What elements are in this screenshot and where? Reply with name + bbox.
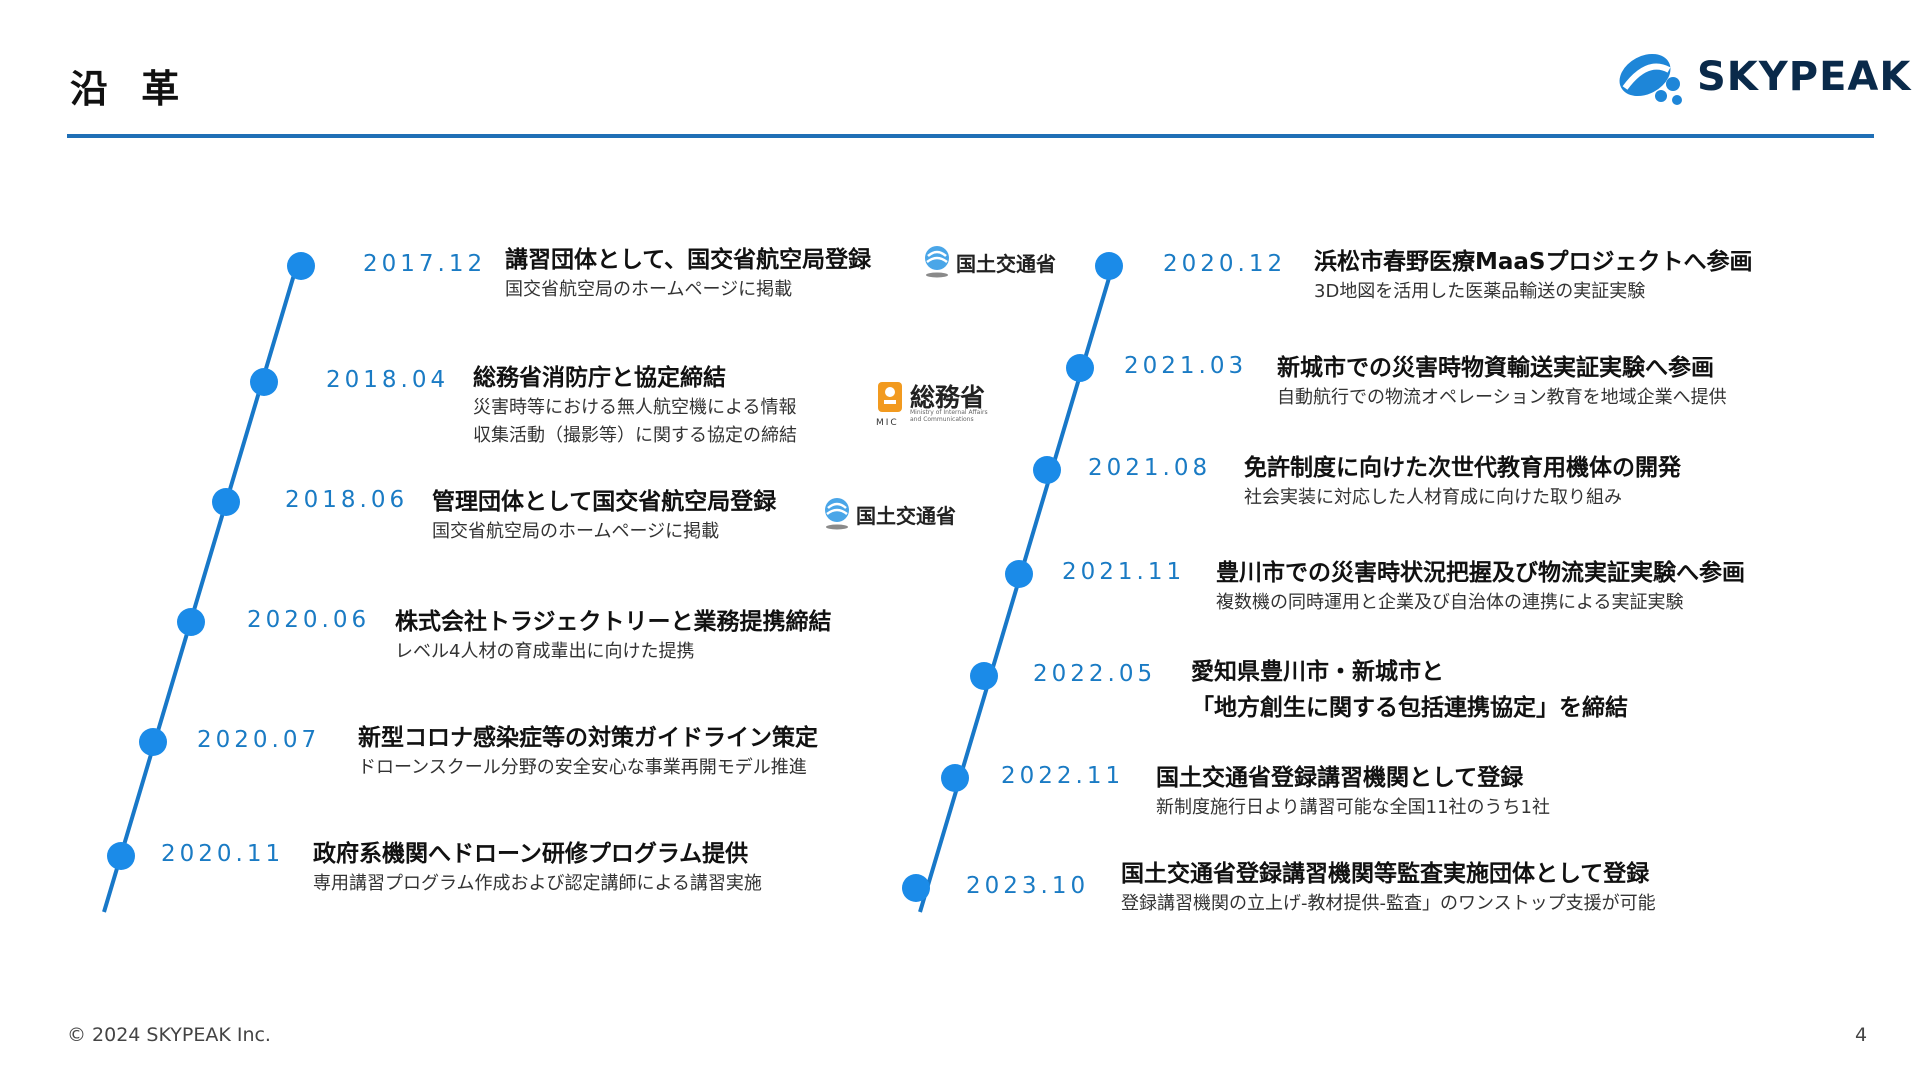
event-description: 登録講習機関の立上げ-教材提供-監査」のワンストップ支援が可能 [1121, 893, 1656, 914]
event-description: 自動航行での物流オペレーション教育を地域企業へ提供 [1277, 387, 1727, 408]
event-description: 国交省航空局のホームページに掲載 [432, 521, 720, 542]
timeline-dot [970, 662, 998, 690]
timeline-dot [941, 764, 969, 792]
event-date: 2018.04 [326, 367, 450, 393]
timeline-dot [1005, 560, 1033, 588]
event-description: 収集活動（撮影等）に関する協定の締結 [473, 425, 797, 446]
timeline-dot [139, 728, 167, 756]
event-date: 2023.10 [966, 873, 1090, 899]
event-title: 国土交通省登録講習機関として登録 [1156, 765, 1524, 791]
timeline-dot [250, 368, 278, 396]
mic-emblem-icon [878, 382, 902, 412]
page-title: 沿 革 [70, 67, 190, 111]
mlit-emblem-icon [825, 498, 849, 530]
event-description: 専用講習プログラム作成および認定講師による講習実施 [313, 873, 762, 894]
event-title: 新城市での災害時物資輸送実証実験へ参画 [1277, 355, 1714, 381]
event-date: 2018.06 [285, 487, 409, 513]
page-number: 4 [1855, 1024, 1868, 1046]
mic-logo-subtitle-line: and Communications [910, 416, 974, 423]
timeline-dot [1066, 354, 1094, 382]
event-title: 豊川市での災害時状況把握及び物流実証実験へ参画 [1216, 560, 1745, 586]
event-date: 2017.12 [363, 251, 487, 277]
timeline-dot [107, 842, 135, 870]
logo-wordmark: SKYPEAK [1697, 54, 1912, 100]
timeline-dot [1033, 456, 1061, 484]
timeline-dot [212, 488, 240, 516]
event-description: 社会実装に対応した人材育成に向けた取り組み [1244, 487, 1622, 508]
timeline-dot [902, 874, 930, 902]
event-title: 浜松市春野医療MaaSプロジェクトへ参画 [1314, 249, 1753, 275]
mic-logo-letters: MIC [876, 418, 899, 428]
event-title: 愛知県豊川市・新城市と [1191, 659, 1444, 685]
mlit-logo-badge: 国土交通省 [922, 244, 1056, 280]
event-date: 2020.12 [1163, 251, 1287, 277]
timeline-dot [287, 252, 315, 280]
event-description: 3D地図を活用した医薬品輸送の実証実験 [1314, 281, 1646, 302]
mlit-logo-text: 国土交通省 [856, 503, 956, 528]
skypeak-logo-icon [1619, 53, 1682, 105]
mlit-logo-badge: 国土交通省 [822, 496, 956, 532]
event-date: 2020.11 [161, 841, 285, 867]
event-date: 2022.05 [1033, 661, 1157, 687]
event-title: 政府系機関へドローン研修プログラム提供 [313, 841, 749, 867]
event-description: 国交省航空局のホームページに掲載 [505, 279, 793, 300]
footer-copyright: © 2024 SKYPEAK Inc. [67, 1024, 271, 1046]
skypeak-logo: SKYPEAK [1615, 48, 1910, 108]
event-description: レベル4人材の育成輩出に向けた提携 [395, 641, 695, 662]
mlit-logo-text: 国土交通省 [956, 251, 1056, 276]
event-title: 国土交通省登録講習機関等監査実施団体として登録 [1121, 861, 1650, 887]
event-title: 株式会社トラジェクトリーと業務提携締結 [395, 609, 832, 635]
timeline-dot [1095, 252, 1123, 280]
timeline-dot [177, 608, 205, 636]
event-description: 新制度施行日より講習可能な全国11社のうち1社 [1156, 797, 1550, 818]
event-date: 2021.03 [1124, 353, 1248, 379]
event-title: 総務省消防庁と協定締結 [473, 365, 726, 391]
event-title: 管理団体として国交省航空局登録 [432, 489, 777, 515]
event-description: 複数機の同時運用と企業及び自治体の連携による実証実験 [1216, 592, 1684, 613]
event-date: 2020.06 [247, 607, 371, 633]
event-description: 災害時等における無人航空機による情報 [473, 397, 797, 418]
event-date: 2020.07 [197, 727, 321, 753]
event-date: 2021.11 [1062, 559, 1186, 585]
event-title: 免許制度に向けた次世代教育用機体の開発 [1244, 455, 1681, 481]
event-title: 新型コロナ感染症等の対策ガイドライン策定 [358, 725, 818, 751]
event-date: 2022.11 [1001, 763, 1125, 789]
event-title: 「地方創生に関する包括連携協定」を締結 [1191, 695, 1628, 721]
event-date: 2021.08 [1088, 455, 1212, 481]
header-divider [67, 134, 1874, 138]
event-title: 講習団体として、国交省航空局登録 [505, 247, 872, 273]
mic-logo-text: 総務省 [910, 383, 986, 412]
mlit-emblem-icon [925, 246, 949, 278]
mic-logo-subtitle-line: Ministry of Internal Affairs [910, 409, 988, 416]
event-description: ドローンスクール分野の安全安心な事業再開モデル推進 [358, 757, 807, 778]
timeline-line-left [102, 267, 298, 913]
